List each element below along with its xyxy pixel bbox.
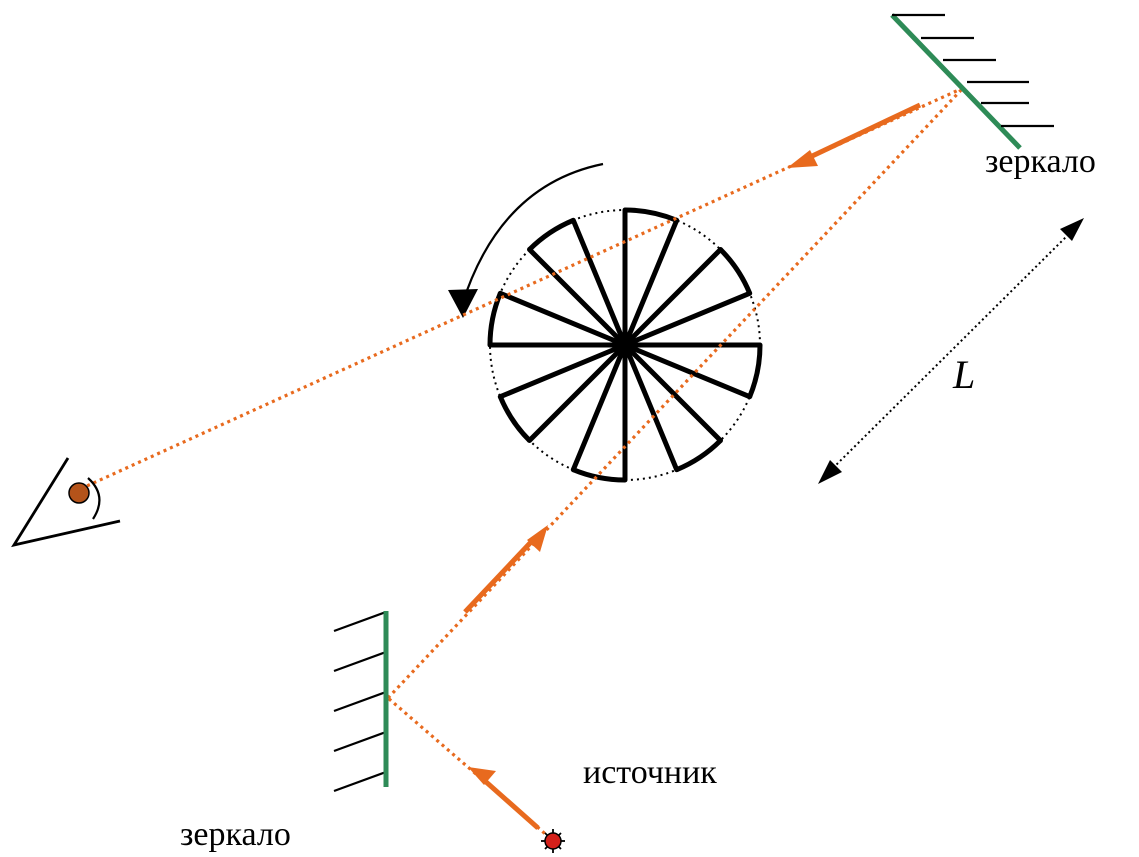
distance-l-arrowhead-bottom: [818, 460, 842, 484]
wheel-spoke: [497, 290, 628, 348]
eye-icon: [11, 457, 121, 548]
light-source-dot: [544, 832, 562, 850]
arrow-return-head: [787, 150, 818, 168]
mirror-top-hatching: [892, 13, 1054, 128]
wheel-spoke: [570, 342, 628, 473]
wheel-spoke: [622, 342, 680, 473]
wheel-tooth: [718, 247, 753, 295]
wheel-spoke: [622, 290, 753, 348]
wheel-spoke: [622, 217, 680, 348]
wheel-spoke: [622, 342, 753, 400]
wheel-tooth: [572, 467, 626, 483]
light-source-rays: [541, 829, 565, 853]
wheel-spokes: [487, 207, 763, 483]
mirror-bottom-hatching: [333, 610, 387, 793]
wheel-spoke: [622, 342, 723, 443]
wheel-tooth: [527, 217, 575, 252]
light-source-icon: [541, 829, 565, 853]
distance-l-indicator: [818, 218, 1084, 484]
rotation-arrow-icon: [460, 162, 604, 306]
wheel-tooth: [624, 207, 678, 223]
arrow-source-shaft: [483, 779, 540, 830]
wheel-tooth: [675, 438, 723, 473]
mirror-top-surface: [890, 13, 1022, 150]
wheel-spoke: [527, 342, 628, 443]
eye-lens-arc: [87, 477, 101, 520]
rotation-arrowhead: [448, 289, 478, 318]
wheel-tooth: [747, 344, 763, 398]
beam-direction-arrows: [463, 102, 922, 830]
mirror-bottom-label: зеркало: [180, 816, 291, 853]
wheel-spoke: [527, 247, 628, 348]
arrow-up-head: [527, 525, 548, 552]
distance-label: L: [952, 352, 975, 397]
wheel-spoke: [497, 342, 628, 400]
wheel-tooth: [487, 292, 503, 346]
mirror-bottom: [333, 610, 389, 793]
wheel-spoke: [570, 217, 628, 348]
source-label: источник: [583, 754, 717, 791]
arrow-source-head: [468, 767, 496, 785]
eye-pupil: [68, 482, 90, 504]
toothed-wheel: [487, 207, 763, 483]
arrow-return-shaft: [806, 102, 922, 161]
mirror-top: [890, 13, 1054, 150]
wheel-spoke: [622, 247, 723, 348]
mirror-top-label: зеркало: [985, 143, 1096, 180]
distance-l-line: [832, 231, 1072, 469]
arrow-up-shaft: [463, 539, 534, 614]
distance-l-arrowhead-top: [1060, 218, 1084, 241]
wheel-tooth: [497, 395, 532, 443]
eye-outline: [11, 457, 121, 548]
